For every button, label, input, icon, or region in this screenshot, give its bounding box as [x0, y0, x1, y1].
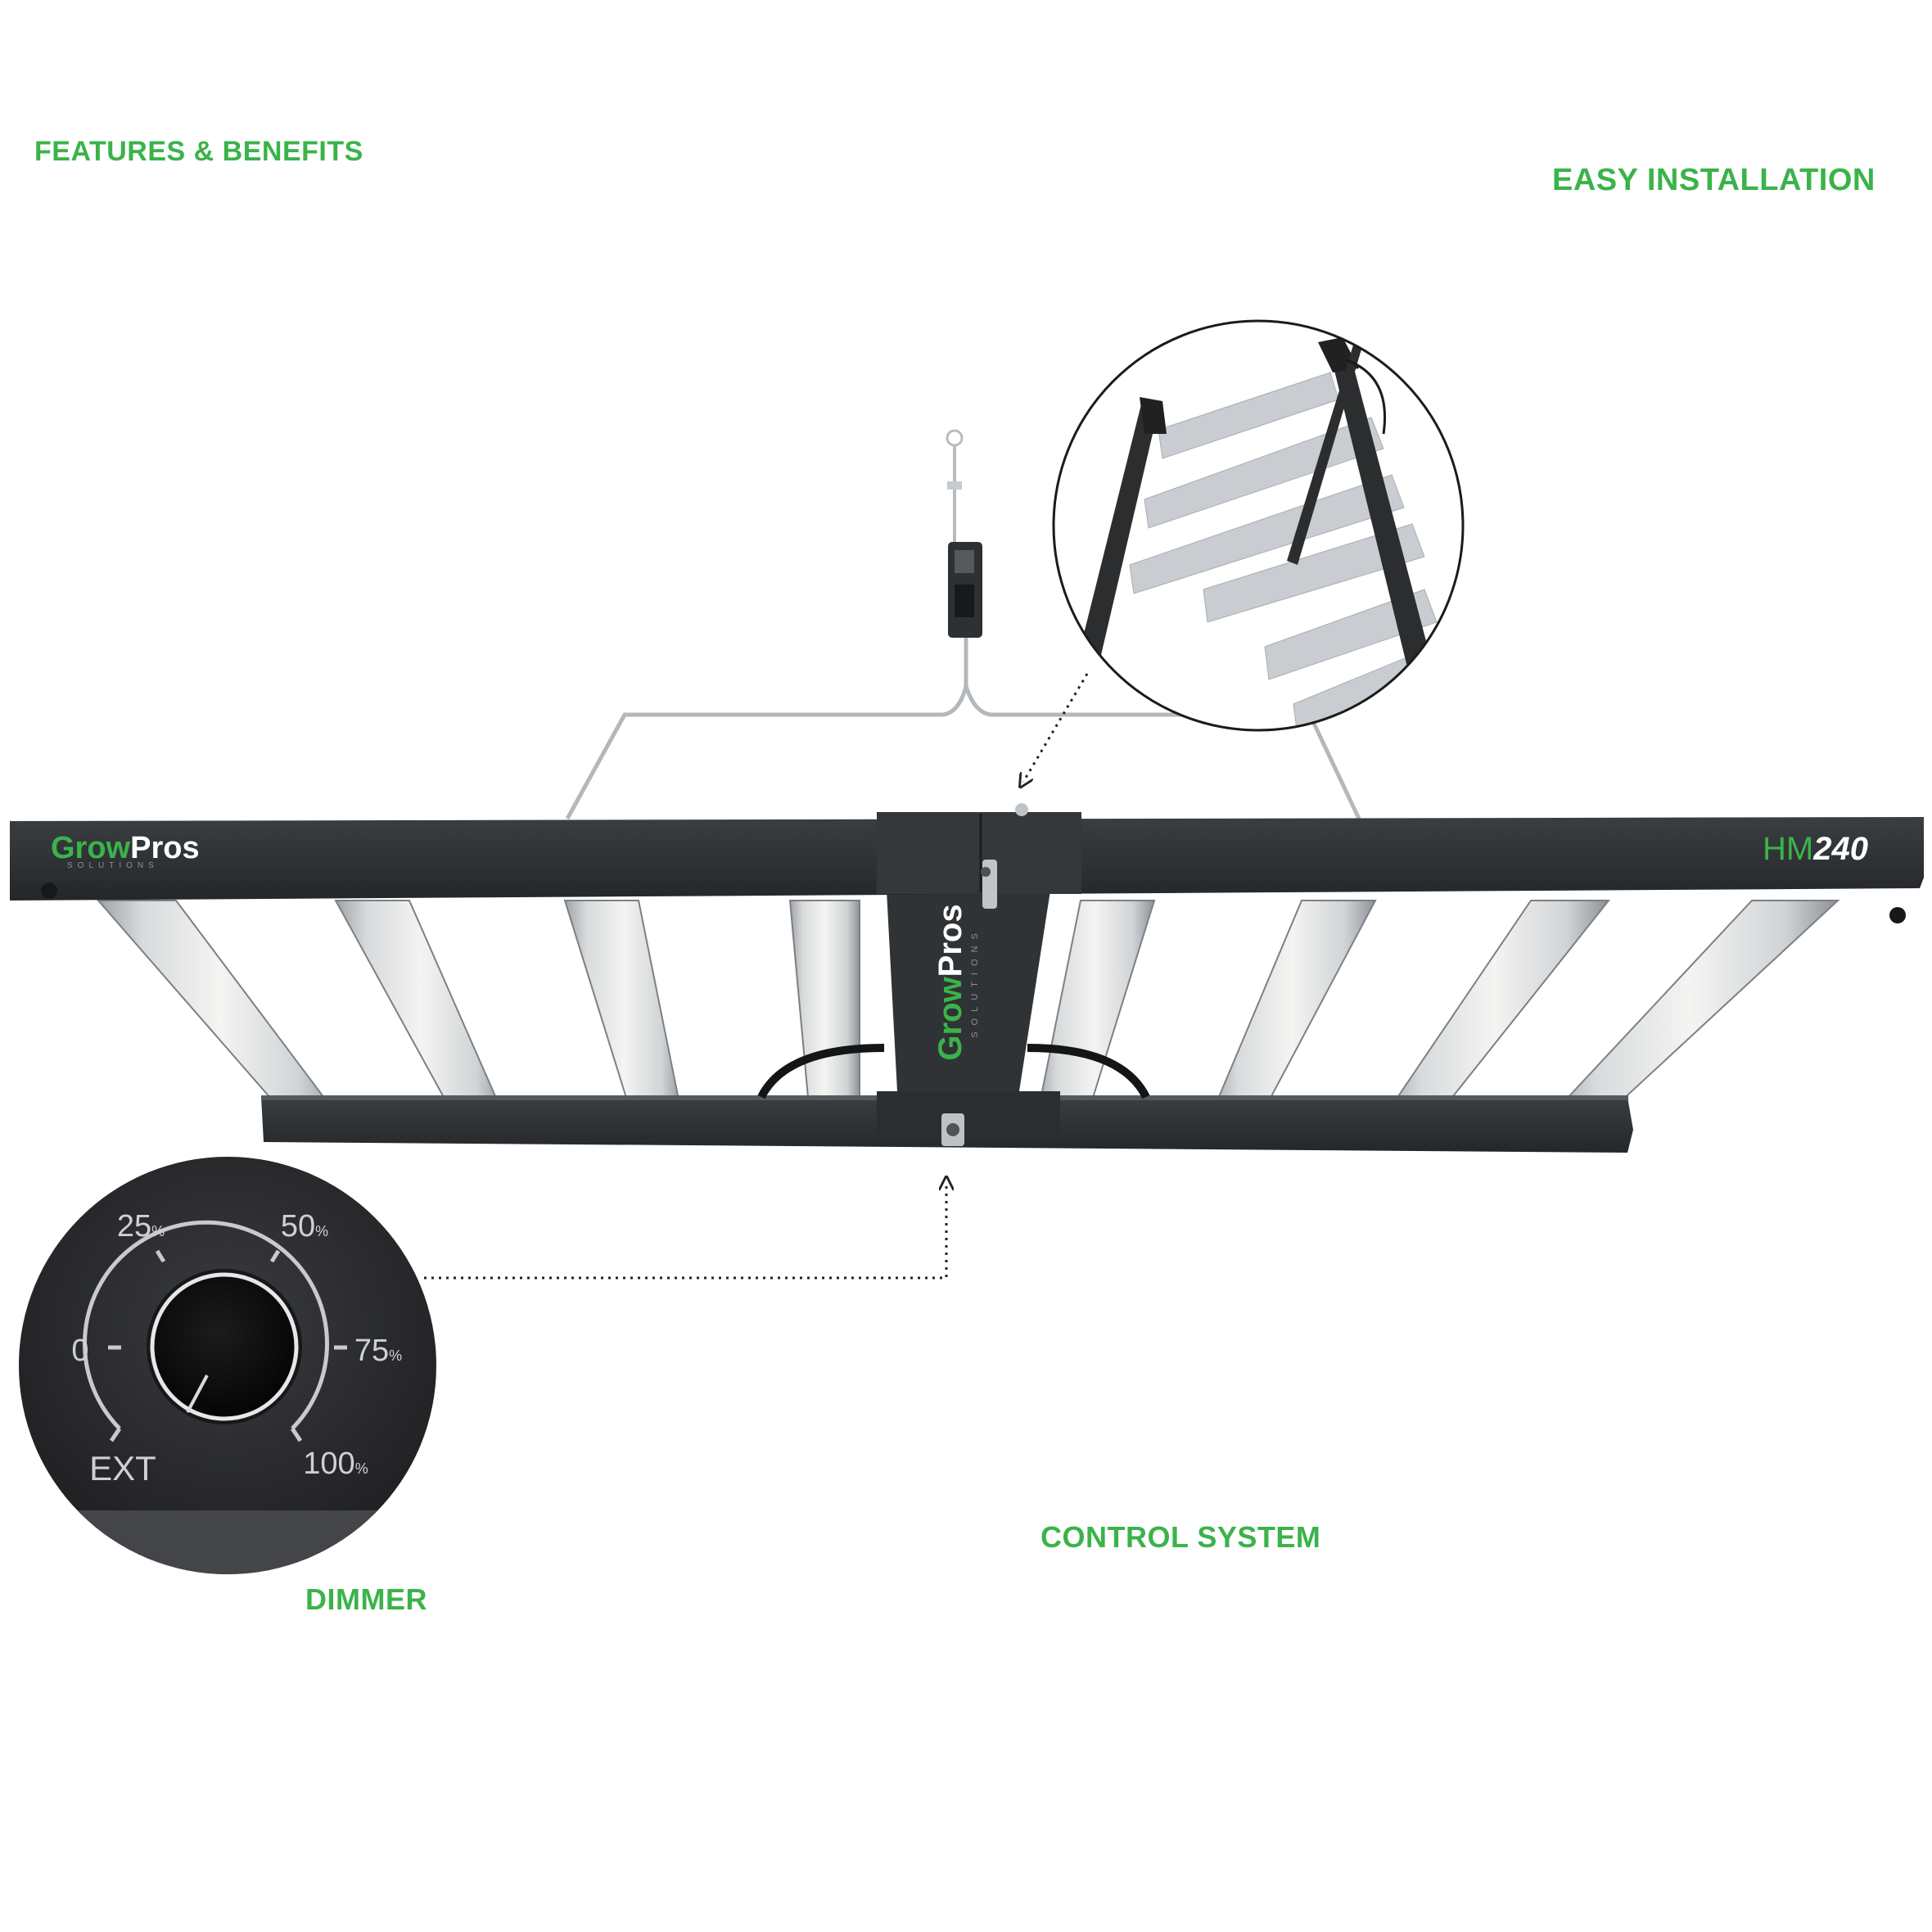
svg-text:GrowPros: GrowPros [51, 831, 200, 865]
svg-text:50%: 50% [281, 1209, 328, 1244]
frame-brand-sub: SOLUTIONS [67, 861, 159, 870]
led-bar-1 [96, 900, 346, 1125]
model-number: 240 [1812, 831, 1868, 867]
led-bar-5 [1034, 900, 1156, 1125]
svg-text:100%: 100% [303, 1447, 368, 1481]
installation-callout [1052, 319, 1465, 732]
model-prefix: HM [1763, 831, 1813, 867]
dimmer-label-100: 100 [303, 1447, 354, 1481]
dimmer-unit-25: % [151, 1223, 165, 1239]
svg-text:25%: 25% [117, 1209, 165, 1244]
folded-bar-4 [1203, 523, 1425, 623]
led-bar-4 [788, 900, 860, 1125]
svg-text:GrowPros: GrowPros [932, 904, 968, 1060]
dimmer-callout: 0 25% 50% 75% 100% EXT [19, 1157, 436, 1574]
frame-brand-left: Grow [51, 831, 131, 865]
features-benefits-heading: FEATURES & BENEFITS [34, 136, 363, 167]
dimmer-unit-75: % [389, 1347, 402, 1364]
driver-brand-right: Pros [932, 904, 968, 977]
driver-brand-left: Grow [932, 976, 968, 1060]
control-system-heading: CONTROL SYSTEM [1040, 1520, 1321, 1554]
dimmer-unit-100: % [355, 1460, 368, 1477]
center-driver: GrowPros SOLUTIONS [757, 891, 1150, 1146]
dimmer-label-75: 75 [354, 1334, 389, 1368]
led-bar-6 [1206, 900, 1377, 1125]
dimmer-label-0: 0 [71, 1334, 88, 1368]
callout-connectors [424, 673, 1089, 1280]
svg-text:HM240: HM240 [1763, 831, 1868, 867]
led-bars [96, 900, 1840, 1127]
led-bar-3 [563, 900, 685, 1125]
dimmer-heading: DIMMER [305, 1582, 427, 1616]
top-frame: GrowPros SOLUTIONS HM240 [10, 803, 1924, 923]
frame-brand-right: Pros [130, 831, 199, 865]
dimmer-label-25: 25 [117, 1209, 151, 1244]
led-bar-2 [334, 900, 509, 1125]
dimmer-label-ext: EXT [89, 1449, 156, 1487]
dimmer-label-50: 50 [281, 1209, 315, 1244]
dimmer-unit-50: % [315, 1223, 328, 1239]
driver-brand-sub: SOLUTIONS [970, 927, 980, 1038]
svg-text:75%: 75% [354, 1334, 402, 1368]
easy-installation-heading: EASY INSTALLATION [1552, 163, 1876, 197]
hanging-hardware [565, 429, 1361, 820]
led-bar-8 [1541, 900, 1840, 1125]
